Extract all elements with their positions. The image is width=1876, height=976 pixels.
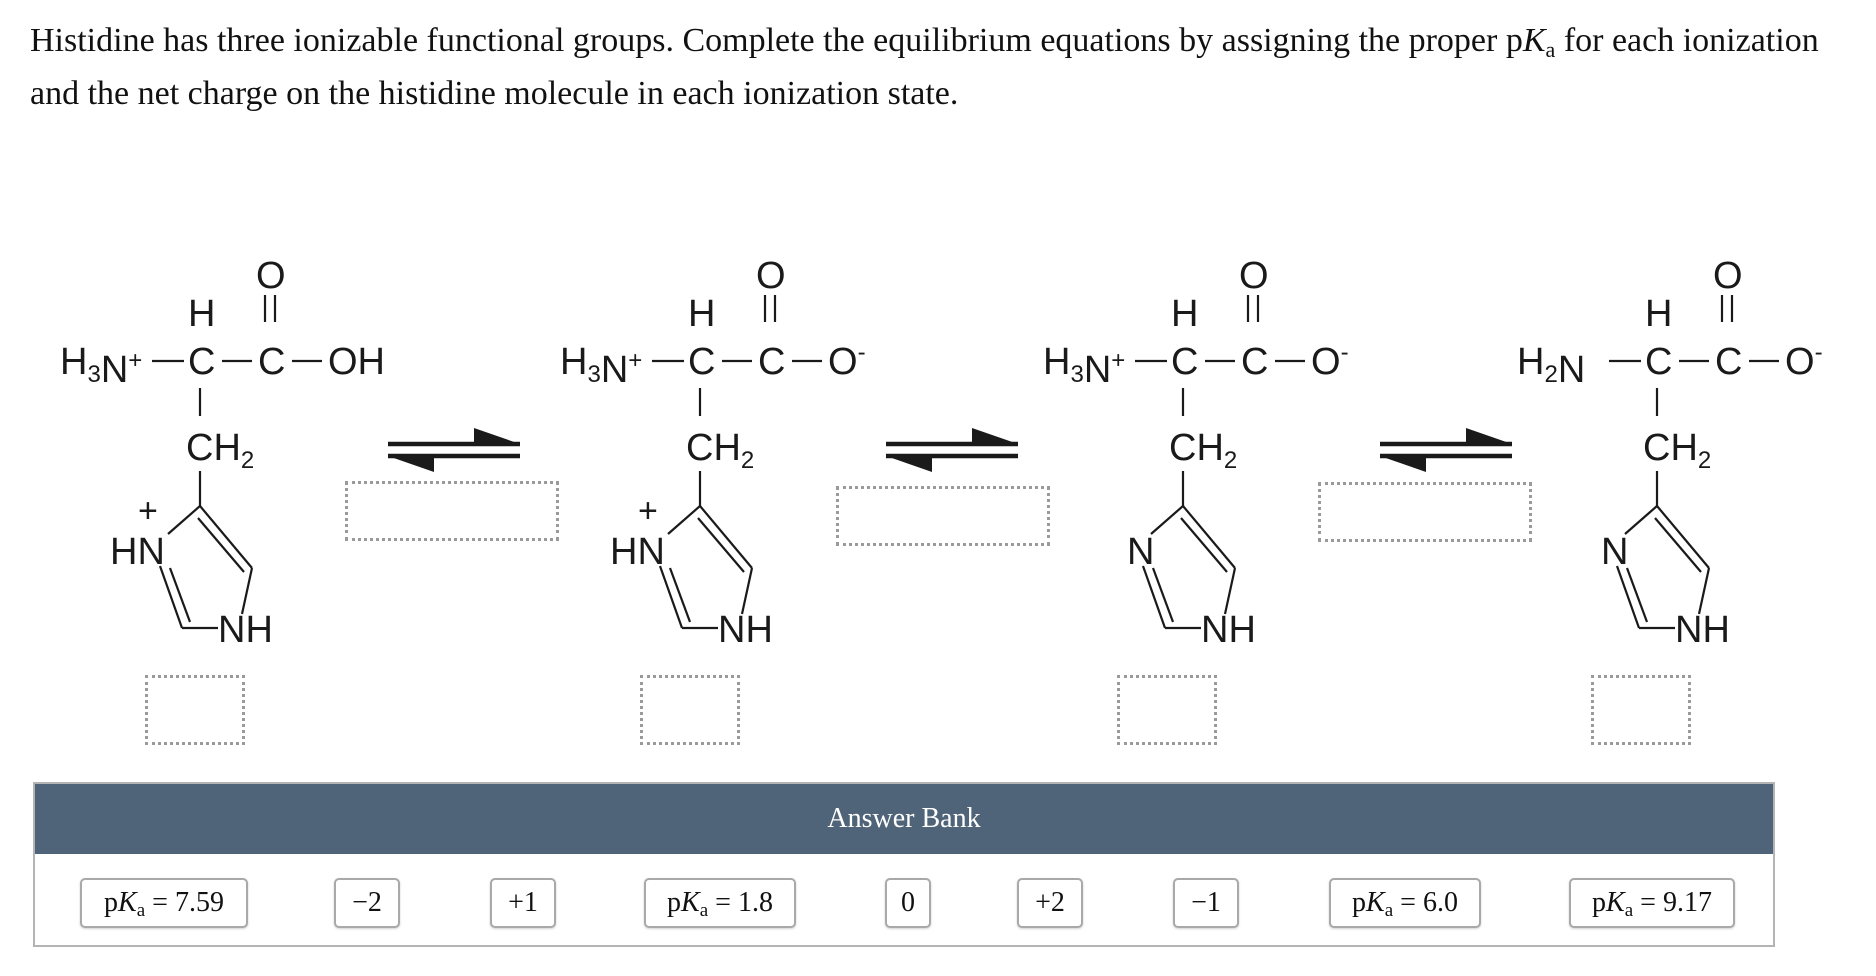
ring-bond-left-down xyxy=(1615,565,1641,629)
ring-bond-top-right-inner xyxy=(697,517,745,573)
alpha-hydrogen: H xyxy=(688,293,715,335)
carboxyl-group: OH xyxy=(328,341,385,383)
ring-bond-right-down xyxy=(740,567,754,615)
equilibrium-arrow-3 xyxy=(1380,428,1512,472)
reverse-arrow-head xyxy=(388,456,434,472)
carboxyl-carbon: C xyxy=(258,341,285,383)
alpha-carbon: C xyxy=(188,341,215,383)
ring-upper-nitrogen: N xyxy=(1601,531,1628,573)
charge-drop-zone-4[interactable] xyxy=(1591,675,1691,745)
carbonyl-oxygen: O xyxy=(756,255,786,297)
ring-lower-nitrogen: NH xyxy=(1675,609,1730,651)
ring-bond-top-right-inner xyxy=(197,517,245,573)
methylene-group: CH2 xyxy=(1169,427,1237,474)
amino-group: H3N+ xyxy=(60,341,142,391)
ring-bond-left-down-inner xyxy=(1625,567,1649,623)
reverse-arrow-head xyxy=(886,456,932,472)
charge-chip[interactable]: 0 xyxy=(885,878,931,928)
ring-bond-left-down xyxy=(158,565,184,629)
forward-arrow-head xyxy=(972,428,1018,444)
carboxyl-carbon: C xyxy=(1715,341,1742,383)
amino-group: H3N+ xyxy=(560,341,642,391)
question-pka-k: K xyxy=(1522,22,1546,59)
alpha-hydrogen: H xyxy=(188,293,215,335)
alpha-hydrogen: H xyxy=(1171,293,1198,335)
pka-chip[interactable]: pKa = 6.0 xyxy=(1329,878,1481,928)
question-part1: Histidine has three ionizable functional… xyxy=(30,22,1523,59)
ring-positive-charge: + xyxy=(638,492,658,530)
charge-chip[interactable]: −1 xyxy=(1173,878,1239,928)
question-text: Histidine has three ionizable functional… xyxy=(30,14,1820,120)
ring-upper-nitrogen: HN xyxy=(610,531,665,573)
ring-bond-top-right xyxy=(699,505,753,569)
methylene-group: CH2 xyxy=(186,427,254,474)
methylene-group: CH2 xyxy=(1643,427,1711,474)
ring-upper-nitrogen: HN xyxy=(110,531,165,573)
amino-group: H2N xyxy=(1517,341,1585,391)
charge-chip[interactable]: +1 xyxy=(490,878,556,928)
ring-lower-nitrogen: NH xyxy=(218,609,273,651)
ring-positive-charge: + xyxy=(138,492,158,530)
charge-chip[interactable]: +2 xyxy=(1017,878,1083,928)
ring-lower-nitrogen: NH xyxy=(718,609,773,651)
carboxyl-group: O- xyxy=(1311,339,1349,383)
pka-drop-zone-1[interactable] xyxy=(345,481,559,541)
carbonyl-oxygen: O xyxy=(1713,255,1743,297)
answer-bank: Answer Bank pKa = 7.59 −2 +1 pKa = 1.8 0 +2 −1… xyxy=(33,782,1775,947)
charge-drop-zone-1[interactable] xyxy=(145,675,245,745)
charge-chip[interactable]: −2 xyxy=(334,878,400,928)
carboxyl-carbon: C xyxy=(758,341,785,383)
carboxyl-group: O- xyxy=(1785,339,1823,383)
equilibrium-arrow-1 xyxy=(388,428,520,472)
equilibrium-arrow-2 xyxy=(886,428,1018,472)
ring-bond-right-down xyxy=(240,567,254,615)
ring-bond-top-right-inner xyxy=(1654,517,1702,573)
alpha-carbon: C xyxy=(1171,341,1198,383)
ring-bond-top-left xyxy=(1150,505,1184,535)
pka-drop-zone-2[interactable] xyxy=(836,486,1050,546)
ring-bond-left-down-inner xyxy=(1151,567,1175,623)
answer-bank-header: Answer Bank xyxy=(35,784,1773,854)
amino-group: H3N+ xyxy=(1043,341,1125,391)
reverse-arrow-head xyxy=(1380,456,1426,472)
forward-arrow-head xyxy=(1466,428,1512,444)
ring-bond-top-left xyxy=(1624,505,1658,535)
ring-bond-left-down xyxy=(1141,565,1167,629)
pka-chip[interactable]: pKa = 7.59 xyxy=(80,878,248,928)
ring-bond-left-down-inner xyxy=(168,567,192,623)
ring-bond-top-right xyxy=(199,505,253,569)
carboxyl-group: O- xyxy=(828,339,866,383)
ring-bond-right-down xyxy=(1697,567,1711,615)
ring-bond-top-right-inner xyxy=(1180,517,1228,573)
question-part2: for each ionization and the net charge o… xyxy=(30,22,1819,112)
ring-bond-left-down-inner xyxy=(668,567,692,623)
question-pka-a: a xyxy=(1545,37,1556,62)
carboxyl-carbon: C xyxy=(1241,341,1268,383)
ring-bond-top-right xyxy=(1656,505,1710,569)
ring-lower-nitrogen: NH xyxy=(1201,609,1256,651)
pka-chip[interactable]: pKa = 1.8 xyxy=(644,878,796,928)
ring-bond-right-down xyxy=(1223,567,1237,615)
alpha-carbon: C xyxy=(1645,341,1672,383)
ring-bond-top-right xyxy=(1182,505,1236,569)
alpha-carbon: C xyxy=(688,341,715,383)
forward-arrow-head xyxy=(474,428,520,444)
ring-bond-left-down xyxy=(658,565,684,629)
pka-drop-zone-3[interactable] xyxy=(1318,482,1532,542)
alpha-hydrogen: H xyxy=(1645,293,1672,335)
ring-bond-top-left xyxy=(167,505,201,535)
charge-drop-zone-3[interactable] xyxy=(1117,675,1217,745)
carbonyl-oxygen: O xyxy=(1239,255,1269,297)
pka-chip[interactable]: pKa = 9.17 xyxy=(1569,878,1735,928)
ring-bond-top-left xyxy=(667,505,701,535)
charge-drop-zone-2[interactable] xyxy=(640,675,740,745)
carbonyl-oxygen: O xyxy=(256,255,286,297)
ring-upper-nitrogen: N xyxy=(1127,531,1154,573)
methylene-group: CH2 xyxy=(686,427,754,474)
